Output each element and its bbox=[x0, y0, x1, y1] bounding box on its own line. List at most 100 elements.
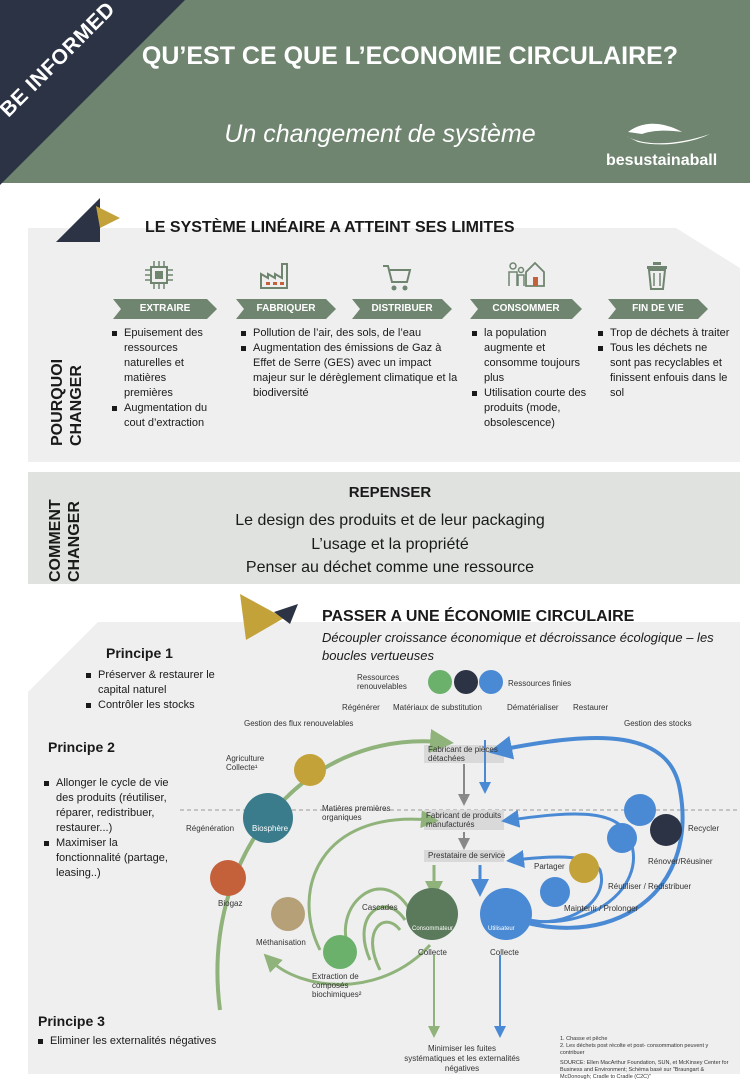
bullets-fin-de-vie: Trop de déchets à traiter Tous les déche… bbox=[598, 326, 730, 401]
rethink-line: Le design des produits et de leur packag… bbox=[235, 512, 545, 529]
label-biogaz: Biogaz bbox=[218, 899, 243, 908]
label-products: Fabricant de produits manufacturés bbox=[426, 811, 502, 829]
section-subtitle-circular: Découpler croissance économique et décro… bbox=[322, 630, 714, 663]
label-collect-1: Collecte bbox=[418, 948, 447, 957]
footnotes: 1. Chasse et pêche 2. Les déchets post r… bbox=[560, 1036, 730, 1081]
footnote: 1. Chasse et pêche bbox=[560, 1036, 608, 1042]
step-distribuer: DISTRIBUER bbox=[352, 299, 452, 319]
section-triangle-icon bbox=[56, 198, 120, 242]
list-item: Epuisement des ressources naturelles et … bbox=[112, 326, 216, 401]
finite-resource-icon bbox=[479, 670, 503, 694]
footnote: 2. Les déchets post récolte et post- con… bbox=[560, 1043, 709, 1056]
label-regenerer: Régénérer bbox=[342, 703, 380, 712]
label-substitution: Matériaux de substitution bbox=[393, 703, 482, 712]
list-item: Préserver & restaurer le capital naturel bbox=[86, 668, 226, 698]
maintain-icon bbox=[569, 853, 599, 883]
principle-2-bullets: Allonger le cycle de vie des produits (r… bbox=[44, 776, 182, 881]
agriculture-icon bbox=[294, 754, 326, 786]
list-item: Augmentation des émissions de Gaz à Effe… bbox=[241, 341, 463, 401]
label-methan: Méthanisation bbox=[256, 938, 306, 947]
label-recycle: Recycler bbox=[688, 824, 720, 833]
label-restaurer: Restaurer bbox=[573, 703, 609, 712]
trash-icon bbox=[647, 262, 667, 290]
panel-corner bbox=[676, 228, 740, 268]
list-item: Trop de déchets à traiter bbox=[598, 326, 730, 341]
share-icon bbox=[540, 877, 570, 907]
label-biosphere: Biosphère bbox=[252, 824, 289, 833]
leaf-hand-logo-icon bbox=[626, 123, 710, 145]
methanisation-icon bbox=[271, 897, 305, 931]
factory-icon bbox=[260, 263, 288, 289]
principle-2-title: Principe 2 bbox=[48, 739, 115, 755]
bullets-extraire: Epuisement des ressources naturelles et … bbox=[112, 326, 216, 431]
flask-icon bbox=[323, 935, 357, 969]
side-label-why: POURQUOI CHANGER bbox=[48, 359, 86, 446]
page-subtitle: Un changement de système bbox=[224, 120, 536, 148]
principle-1-bullets: Préserver & restaurer le capital naturel… bbox=[86, 668, 226, 713]
bullets-fabriquer: Pollution de l’air, des sols, de l’eau A… bbox=[241, 326, 463, 401]
finite-resource-icon bbox=[454, 670, 478, 694]
rethink-line: Penser au déchet comme une ressource bbox=[245, 559, 535, 576]
biogas-flame-icon bbox=[210, 860, 246, 896]
list-item: Eliminer les externalités négatives bbox=[38, 1034, 238, 1049]
list-item: Allonger le cycle de vie des produits (r… bbox=[44, 776, 182, 836]
step-fin-de-vie: FIN DE VIE bbox=[608, 299, 708, 319]
label-leaks: Minimiser les fuites systématiques et le… bbox=[404, 1044, 520, 1073]
list-item: Contrôler les stocks bbox=[86, 698, 226, 713]
label-agri: Agriculture Collecte¹ bbox=[226, 754, 265, 772]
chip-icon bbox=[145, 261, 173, 289]
label-renewable: Ressources renouvelables bbox=[357, 673, 407, 691]
list-item: Utilisation courte des produits (mode, o… bbox=[472, 386, 592, 431]
step-consommer: CONSOMMER bbox=[470, 299, 582, 319]
renewable-resource-icon bbox=[428, 670, 452, 694]
label-extraction: Extraction de composés biochimiques² bbox=[312, 972, 362, 999]
principle-3-bullets: Eliminer les externalités négatives bbox=[38, 1034, 238, 1049]
section-title-circular: PASSER A UNE ÉCONOMIE CIRCULAIRE bbox=[322, 608, 635, 625]
label-finite: Ressources finies bbox=[508, 679, 572, 688]
label-service: Prestataire de service bbox=[428, 851, 506, 860]
rethink-line: L’usage et la propriété bbox=[311, 536, 469, 553]
butterfly-diagram bbox=[180, 670, 740, 1038]
bullets-consommer: la population augmente et consomme toujo… bbox=[472, 326, 592, 431]
page-title: QU’EST CE QUE L’ECONOMIE CIRCULAIRE? bbox=[141, 42, 679, 70]
panel-corner bbox=[28, 622, 98, 692]
step-fabriquer: FABRIQUER bbox=[236, 299, 336, 319]
reuse-icon bbox=[607, 823, 637, 853]
label-consumer: Consommateur bbox=[412, 926, 454, 932]
consumer-icon bbox=[406, 888, 458, 940]
footnote: SOURCE: Ellen MacArthur Foundation, SUN,… bbox=[560, 1060, 729, 1080]
rethink-panel bbox=[28, 472, 740, 584]
renovate-factory-icon bbox=[624, 794, 656, 826]
side-label-line: CHANGER bbox=[68, 365, 85, 446]
biosphere-globe-icon bbox=[243, 793, 293, 843]
label-cascades: Cascades bbox=[362, 903, 398, 912]
step-extraire: EXTRAIRE bbox=[113, 299, 217, 319]
recycle-icon bbox=[650, 814, 682, 846]
label-user: Utilisateur bbox=[488, 926, 515, 932]
list-item: la population augmente et consomme toujo… bbox=[472, 326, 592, 386]
label-parts: Fabricant de pièces détachées bbox=[428, 745, 498, 763]
label-renovate: Rénover/Réusiner bbox=[648, 857, 713, 866]
list-item: Tous les déchets ne sont pas recyclables… bbox=[598, 341, 730, 401]
family-house-icon bbox=[508, 261, 545, 287]
label-reuse: Réutiliser / Redistribuer bbox=[608, 882, 692, 891]
brand-logo-text: besustainaball bbox=[606, 152, 718, 169]
label-dematerialiser: Dématérialiser bbox=[507, 703, 559, 712]
label-raw-bio: Matières premières organiques bbox=[322, 804, 391, 822]
list-item: Pollution de l’air, des sols, de l’eau bbox=[241, 326, 463, 341]
rethink-title: REPENSER bbox=[348, 484, 432, 501]
user-icon bbox=[480, 888, 532, 940]
label-share: Partager bbox=[534, 862, 565, 871]
label-flux-stock: Gestion des stocks bbox=[624, 719, 692, 728]
label-flux-renew: Gestion des flux renouvelables bbox=[244, 719, 354, 728]
section-title-linear: LE SYSTÈME LINÉAIRE A ATTEINT SES LIMITE… bbox=[145, 219, 515, 236]
principle-1-title: Principe 1 bbox=[106, 645, 173, 661]
label-regeneration: Régénération bbox=[186, 824, 235, 833]
label-maintain: Maintenir / Prolonger bbox=[564, 904, 639, 913]
side-label-line: POURQUOI bbox=[49, 358, 66, 446]
section-triangle-icon bbox=[240, 594, 298, 640]
principle-3-title: Principe 3 bbox=[38, 1013, 105, 1029]
list-item: Augmentation du cout d’extraction bbox=[112, 401, 216, 431]
label-collect-2: Collecte bbox=[490, 948, 519, 957]
cart-icon bbox=[383, 265, 412, 291]
